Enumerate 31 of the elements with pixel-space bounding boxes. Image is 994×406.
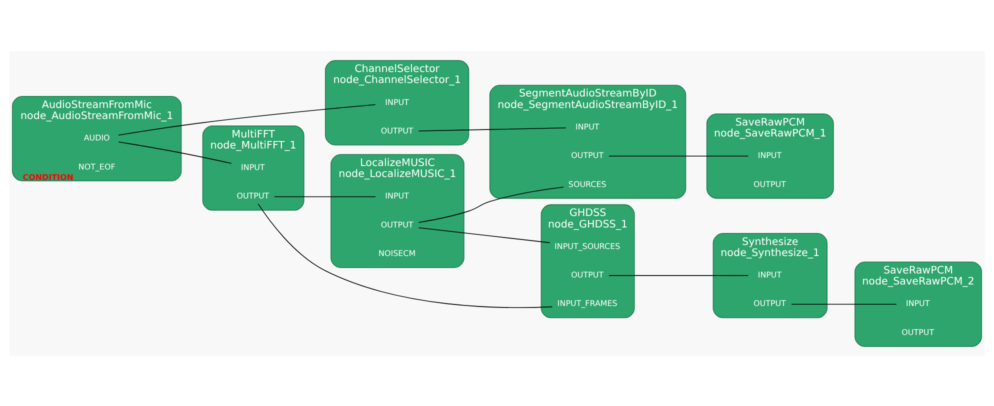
- node-text: INPUT_SOURCES: [554, 241, 620, 250]
- node-text: OUTPUT: [902, 327, 934, 336]
- connector: [418, 126, 566, 131]
- node-text: INPUT: [385, 97, 409, 106]
- connector: [258, 203, 553, 308]
- node-text: OUTPUT: [380, 220, 414, 229]
- connector: [791, 303, 897, 304]
- node-text: INPUT: [758, 150, 782, 160]
- node-label: CONDITION: [22, 172, 74, 182]
- node-text: AUDIO: [84, 133, 110, 142]
- connector: [608, 274, 749, 276]
- node-text: SOURCES: [568, 179, 606, 188]
- connector: [118, 141, 232, 164]
- node-text: NOISECM: [378, 248, 416, 258]
- node-text: OUTPUT: [380, 126, 414, 135]
- connector: [274, 196, 376, 197]
- node-text: INPUT: [906, 298, 930, 308]
- connector: [608, 155, 749, 156]
- node-text: OUTPUT: [571, 150, 604, 160]
- node-text: OUTPUT: [236, 191, 270, 200]
- node-text: INPUT: [575, 122, 600, 131]
- node-text: INPUT: [385, 191, 409, 200]
- connector: [418, 186, 564, 222]
- node-text: OUTPUT: [754, 179, 786, 188]
- connector: [118, 104, 376, 136]
- node-text: INPUT_FRAMES: [557, 298, 618, 308]
- node-text: OUTPUT: [754, 298, 786, 308]
- node-text: NOT_EOF: [78, 162, 116, 171]
- node-text: INPUT: [758, 270, 782, 280]
- node-text: INPUT: [241, 162, 265, 172]
- node-text: OUTPUT: [571, 270, 604, 280]
